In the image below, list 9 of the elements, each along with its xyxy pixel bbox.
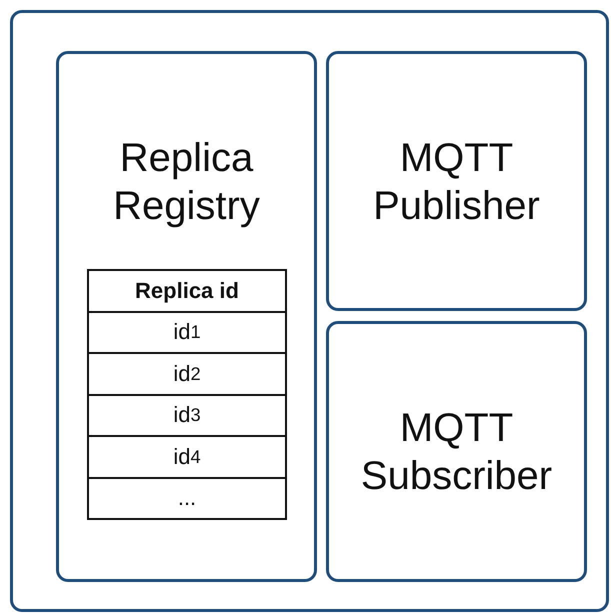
node-title: MQTT Publisher [372,135,541,230]
node-title: Replica Registry [112,135,261,230]
node-title: MQTT Subscriber [360,405,554,500]
outer-box [10,10,609,612]
publisher-box [326,51,587,311]
registry-box [56,51,317,582]
table-header-cell: Replica id [87,269,287,312]
table-cell: ... [87,476,287,520]
subscriber-box [326,321,587,582]
